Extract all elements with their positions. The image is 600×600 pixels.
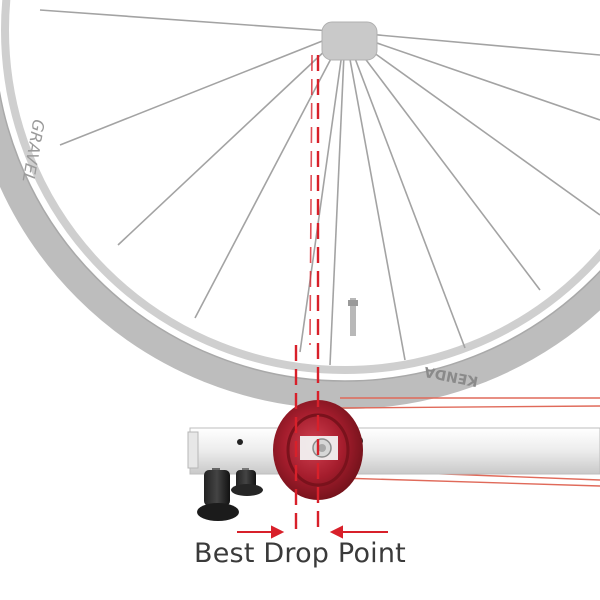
leveling-foot-rear bbox=[231, 468, 263, 496]
tire-edge bbox=[0, 90, 600, 382]
tire bbox=[0, 94, 600, 409]
leveling-foot-front bbox=[197, 468, 239, 521]
frame-hole bbox=[237, 439, 243, 445]
rim bbox=[1, 0, 600, 374]
frame-bar bbox=[189, 427, 600, 475]
tire-valve bbox=[350, 298, 356, 336]
hub bbox=[321, 21, 378, 61]
trainer-frame bbox=[187, 427, 600, 475]
drop-point-lines bbox=[294, 54, 320, 535]
arrow-left bbox=[237, 525, 285, 539]
arrow-right bbox=[329, 525, 388, 539]
caption-best-drop-point: Best Drop Point bbox=[194, 538, 406, 569]
frame-end-cap bbox=[187, 431, 199, 469]
spokes bbox=[39, 9, 600, 366]
dashed-guide-center bbox=[309, 54, 313, 346]
bicycle-wheel: KENDA GRAVEL bbox=[0, 0, 600, 409]
